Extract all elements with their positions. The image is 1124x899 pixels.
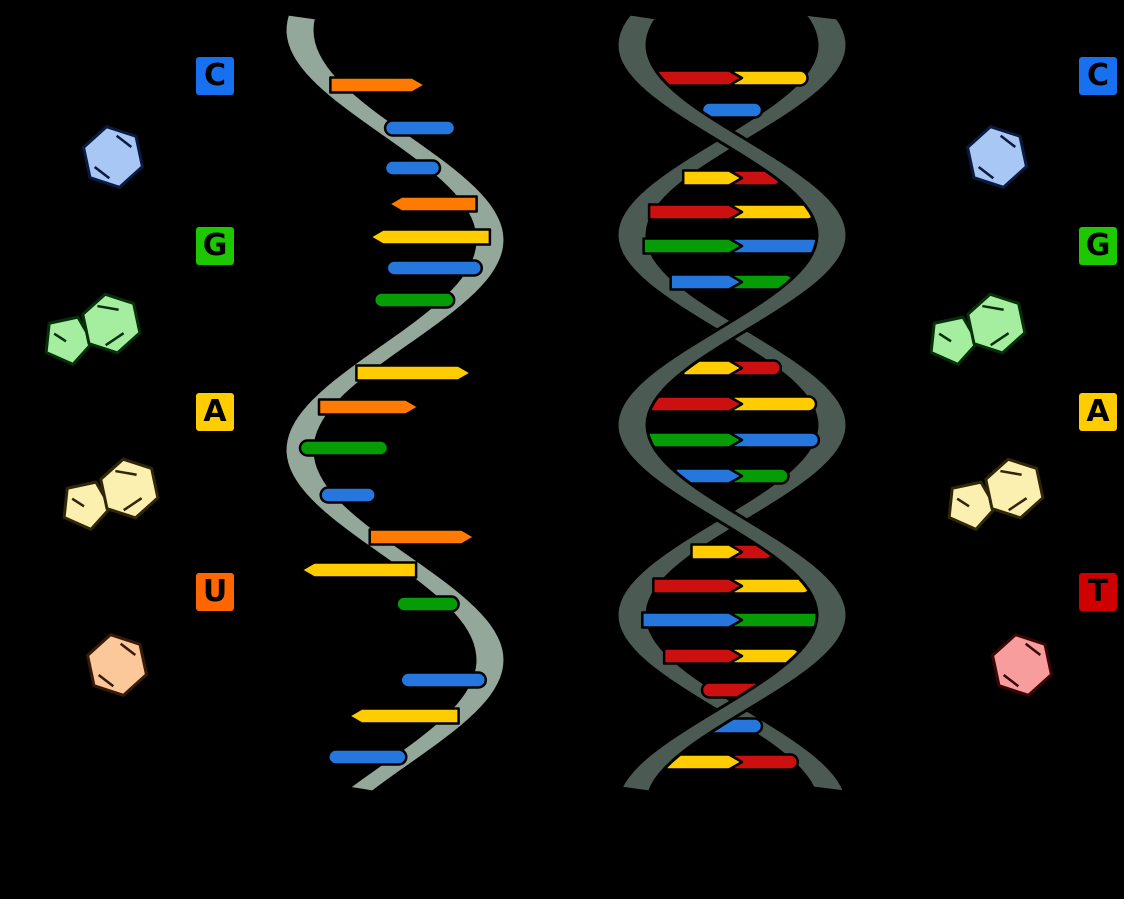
base-rung [700,101,764,119]
base-rung-arrow [643,431,744,449]
base-rung [298,439,390,457]
base-rung-arrow [387,195,478,213]
base-rung-arrow [317,398,421,416]
base-rung [383,159,442,177]
molecular-structure-a [947,457,1045,531]
ring-outline [929,315,980,366]
base-badge-guanine-right: G [1079,227,1117,265]
base-rung [383,119,457,137]
base-badge-guanine-left: G [196,227,234,265]
base-rung-arrow [641,611,744,629]
ring-outline [984,457,1045,520]
base-badge-cytosine-left: C [196,57,234,95]
bond-tick [999,134,1017,148]
molecular-structure-g [929,292,1027,366]
bond-tick [1024,642,1042,656]
base-rung-arrow [368,228,492,246]
base-rung-arrow [368,528,476,546]
base-rung [327,748,408,766]
molecular-structure-t [991,633,1053,697]
ring-outline [82,125,144,189]
bond-tick [1008,497,1028,512]
base-rung-arrow [355,364,473,382]
bond-tick [115,134,133,148]
molecular-structure-c [966,125,1028,189]
molecular-structure-u [86,633,148,697]
base-rung-arrow [652,577,744,595]
base-rung-arrow [329,76,427,94]
base-rung-arrow [299,561,418,579]
base-rung [399,671,488,689]
bond-tick [1002,674,1020,688]
dna-backbone-strand-back [615,12,849,794]
base-badge-adenine-left: A [196,393,234,431]
ring-outline [99,457,160,520]
base-rung [385,259,484,277]
ring-outline [991,633,1053,697]
molecular-structure-c [82,125,144,189]
base-badge-adenine-right: A [1079,393,1117,431]
base-rung-arrow [646,395,744,413]
bond-tick [53,332,67,343]
dna-backbone-strand-front [615,12,849,794]
base-rung-arrow [690,543,744,561]
base-rung-arrow [662,647,744,665]
ring-outline [86,633,148,697]
base-rung [319,486,377,504]
ring-outline [44,315,95,366]
bond-tick [1000,469,1022,476]
bond-tick [71,497,85,508]
base-rung-arrow [655,69,744,87]
bond-tick [982,304,1004,311]
ring-outline [81,292,142,355]
bond-tick [97,304,119,311]
bond-tick [115,469,137,476]
base-rung-arrow [347,707,460,725]
base-rung [372,291,456,309]
bond-tick [990,332,1010,347]
base-rung-arrow [681,169,744,187]
ring-outline [947,480,998,531]
ring-outline [62,480,113,531]
molecular-structure-a [62,457,160,531]
base-rung-arrow [642,237,744,255]
base-rung-arrow [647,203,744,221]
bond-tick [938,332,952,343]
base-rung [395,595,460,613]
bond-tick [977,166,995,180]
bond-tick [956,497,970,508]
bond-tick [119,642,137,656]
ring-outline [966,292,1027,355]
ring-outline [966,125,1028,189]
bond-tick [93,166,111,180]
bond-tick [123,497,143,512]
base-badge-thymine-right: T [1079,573,1117,611]
bond-tick [97,674,115,688]
base-rung-arrow [669,273,744,291]
bond-tick [105,332,125,347]
molecular-structure-g [44,292,142,366]
base-badge-uracil-left: U [196,573,234,611]
base-badge-cytosine-right: C [1079,57,1117,95]
